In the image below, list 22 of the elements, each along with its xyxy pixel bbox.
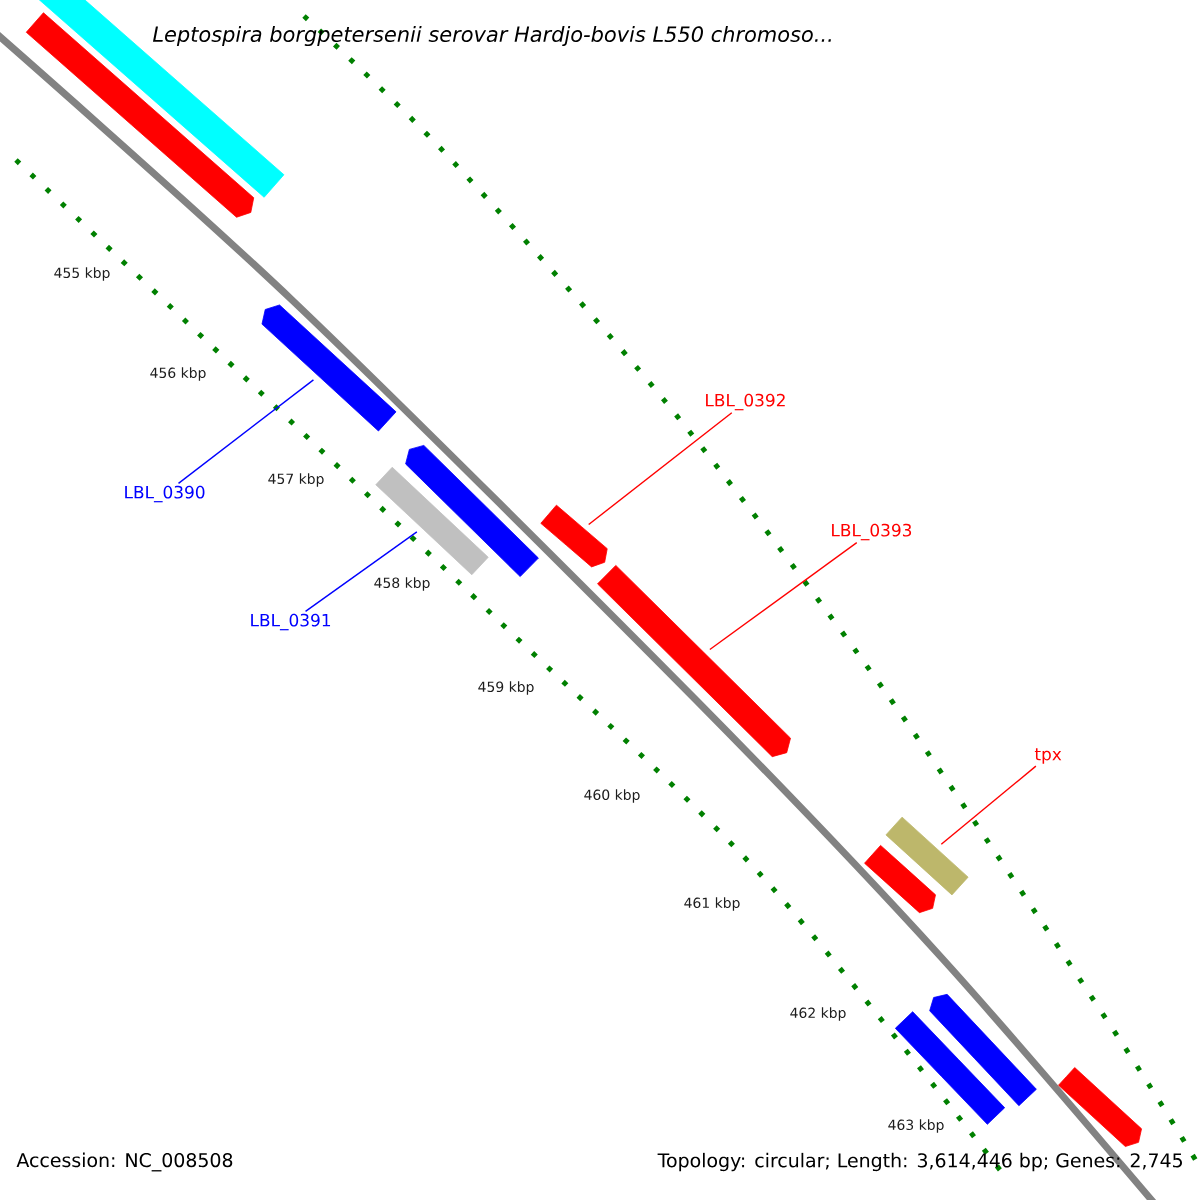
gene-feature: [375, 466, 489, 576]
leader-line: [177, 379, 315, 484]
gene-label: LBL_0391: [251, 613, 331, 631]
leader-line: [940, 765, 1037, 845]
gene-feature: [261, 304, 397, 432]
gene-feature: [540, 504, 608, 568]
gene-label: tpx: [1034, 748, 1062, 764]
gene-feature: [864, 845, 936, 914]
gene-label: LBL_0393: [832, 523, 912, 541]
gene-feature: [405, 445, 539, 577]
gene-feature: [885, 816, 969, 896]
gene-feature: [929, 993, 1037, 1107]
leader-line: [304, 531, 418, 613]
summary-text: Topology: circular; Length: 3,614,446 bp; Genes: 2,745: [657, 1152, 1182, 1172]
leader-line: [709, 541, 858, 651]
leader-line: [588, 412, 733, 526]
accession-text: Accession: NC_008508: [16, 1152, 233, 1172]
title: Leptospira borgpetersenii serovar Hardjo-bovis L550 chromoso...: [152, 25, 831, 47]
gene-label: LBL_0392: [706, 393, 785, 411]
gene-feature: [1058, 1067, 1142, 1147]
gene-feature: [597, 565, 791, 758]
gene-label: LBL_0390: [125, 485, 205, 503]
